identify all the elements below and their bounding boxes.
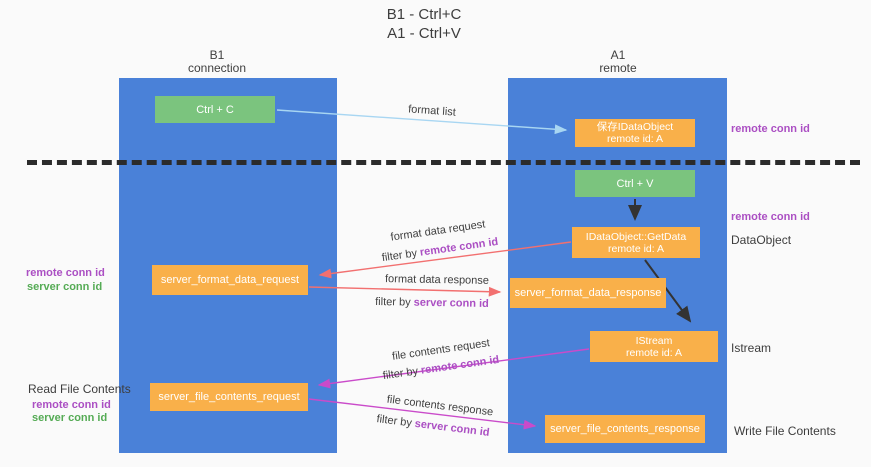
- ctrl-v-label: Ctrl + V: [616, 177, 654, 190]
- server-format-data-request-label: server_format_data_request: [160, 274, 300, 286]
- istream-line2: remote id: A: [625, 346, 683, 359]
- istream-box: IStream remote id: A: [590, 331, 718, 362]
- server-conn-id-text: server conn id: [414, 417, 491, 439]
- save-dataobject-line2: remote id: A: [606, 133, 664, 145]
- lifeline-b1-role: connection: [187, 61, 247, 75]
- lifeline-a1-role: remote: [599, 61, 637, 75]
- write-file-contents-label: Write File Contents: [734, 424, 836, 438]
- filter-by-text: filter by: [382, 365, 419, 383]
- server-file-contents-request-label: server_file_contents_request: [158, 391, 300, 403]
- server-conn-id-text: server conn id: [413, 296, 489, 310]
- istream-side-label: Istream: [731, 341, 772, 355]
- filter-by-text: filter by: [381, 247, 418, 265]
- server-conn-id-left-label-2: server conn id: [32, 412, 108, 424]
- filter-by-text: filter by: [375, 296, 411, 309]
- getdata-line2: remote id: A: [607, 242, 665, 255]
- server-file-contents-request-box: server_file_contents_request: [150, 383, 308, 411]
- format-list-label: format list: [407, 103, 457, 119]
- remote-conn-id-left-label-1: remote conn id: [26, 267, 105, 279]
- lifeline-a1-name: A1: [610, 48, 626, 62]
- lifeline-header-b1: B1 connection: [147, 49, 287, 75]
- getdata-line1: IDataObject::GetData: [585, 230, 687, 243]
- remote-conn-id-side-label-mid: remote conn id: [731, 211, 810, 223]
- format-data-response-label: format data response: [384, 273, 490, 287]
- read-file-contents-label: Read File Contents: [28, 382, 131, 396]
- ctrl-c-label: Ctrl + C: [196, 103, 234, 116]
- lifeline-header-a1: A1 remote: [548, 49, 688, 75]
- filter-by-text: filter by: [375, 413, 413, 430]
- server-conn-id-left-label-1: server conn id: [27, 281, 103, 293]
- page-title: B1 - Ctrl+C A1 - Ctrl+V: [274, 5, 574, 43]
- getdata-box: IDataObject::GetData remote id: A: [572, 227, 700, 258]
- remote-conn-id-text: remote conn id: [420, 353, 500, 377]
- server-file-contents-response-box: server_file_contents_response: [545, 415, 705, 443]
- title-line-2: A1 - Ctrl+V: [387, 25, 461, 42]
- ctrl-v-box: Ctrl + V: [575, 170, 695, 197]
- ctrl-c-box: Ctrl + C: [155, 96, 275, 123]
- save-dataobject-line1: 保存IDataObject: [596, 121, 674, 133]
- server-format-data-request-box: server_format_data_request: [152, 265, 308, 295]
- server-format-data-response-label: server_format_data_response: [514, 287, 662, 299]
- remote-conn-id-left-label-2: remote conn id: [32, 399, 111, 411]
- server-format-data-response-box: server_format_data_response: [510, 278, 666, 308]
- title-line-1: B1 - Ctrl+C: [386, 6, 462, 23]
- save-dataobject-box: 保存IDataObject remote id: A: [575, 119, 695, 147]
- remote-conn-id-text: remote conn id: [419, 235, 499, 259]
- file-contents-response-label: file contents response: [386, 393, 494, 419]
- server-file-contents-response-label: server_file_contents_response: [550, 423, 700, 435]
- istream-line1: IStream: [635, 334, 673, 347]
- format-data-response-arrow: [308, 286, 502, 297]
- lifeline-b1-name: B1: [209, 48, 225, 62]
- copy-paste-separator: [27, 160, 860, 165]
- dataobject-side-label: DataObject: [731, 233, 792, 247]
- remote-conn-id-side-label-top: remote conn id: [731, 123, 810, 135]
